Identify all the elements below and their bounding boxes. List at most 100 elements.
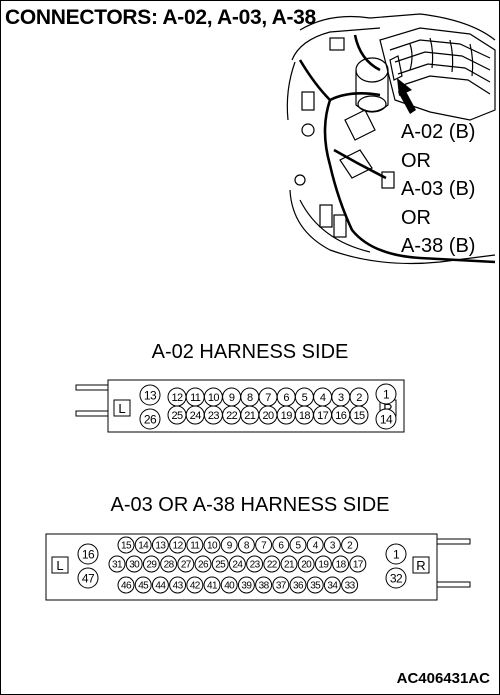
connector-pin: 8	[237, 536, 255, 554]
connector-pin: 12	[169, 536, 187, 554]
pin-number: 22	[267, 560, 278, 571]
pin-number: 28	[164, 560, 175, 571]
connector-pin: 11	[186, 536, 204, 554]
connector-pin: 21	[240, 405, 260, 425]
a03-harness-label: A-03 OR A-38 HARNESS SIDE	[110, 494, 390, 516]
connector-pin: 9	[220, 536, 238, 554]
pin-number: 15	[121, 541, 132, 552]
pin-number: 47	[82, 571, 95, 585]
callout-line: OR	[401, 149, 431, 172]
connector-pin: 23	[203, 405, 223, 425]
pin-number: 42	[190, 581, 201, 592]
pin-number: 19	[318, 560, 329, 571]
pin-number: 11	[190, 541, 200, 552]
pin-number: 8	[247, 392, 253, 404]
pin-number: 24	[190, 410, 202, 422]
connector-pin: 22	[263, 555, 281, 573]
connector-pin: 30	[125, 555, 143, 573]
connector-pin: 23	[246, 555, 264, 573]
pin-number: 36	[293, 581, 304, 592]
pin-number: 44	[155, 581, 166, 592]
connector-pin: 39	[237, 576, 255, 594]
pin-number: 29	[146, 560, 157, 571]
connector-pin: 46	[117, 576, 135, 594]
a02-left-marker: L	[118, 401, 125, 416]
figure-code: AC406431AC	[396, 670, 490, 687]
pin-number: 3	[330, 541, 336, 552]
pin-number: 1	[393, 547, 400, 561]
connector-pin: 14	[375, 408, 397, 430]
pin-number: 41	[207, 581, 218, 592]
engine-bay-illustration	[286, 13, 496, 265]
connector-pin: 2	[349, 387, 369, 407]
a03-right-marker: R	[416, 558, 425, 573]
connector-pin: 4	[306, 536, 324, 554]
connector-pin: 28	[160, 555, 178, 573]
pin-number: 40	[224, 581, 235, 592]
pin-number: 43	[173, 581, 184, 592]
connector-pin: 26	[139, 408, 161, 430]
pin-number: 18	[336, 560, 347, 571]
pin-number: 3	[338, 392, 344, 404]
callout-line: OR	[401, 206, 431, 229]
connector-pin: 31	[108, 555, 126, 573]
pin-number: 26	[198, 560, 209, 571]
connector-pin: 45	[134, 576, 152, 594]
callout-line: A-38 (B)	[401, 235, 476, 257]
pin-number: 25	[171, 410, 183, 422]
connector-pin: 22	[222, 405, 242, 425]
pin-number: 16	[82, 547, 95, 561]
connector-pin: 43	[169, 576, 187, 594]
pin-number: 5	[302, 392, 308, 404]
connector-pin: 11	[185, 387, 205, 407]
connector-pin: 17	[313, 405, 333, 425]
pin-number: 6	[283, 392, 289, 404]
pin-number: 9	[229, 392, 235, 404]
connector-pin: 29	[142, 555, 160, 573]
pin-number: 4	[320, 392, 326, 404]
pin-number: 7	[265, 392, 271, 404]
connector-pin: 5	[289, 536, 307, 554]
connector-pin: 19	[314, 555, 332, 573]
a02-right-marker: R	[383, 401, 392, 416]
pin-number: 4	[313, 541, 319, 552]
connector-pin: 8	[240, 387, 260, 407]
connector-pin: 7	[255, 536, 273, 554]
pin-number: 10	[207, 541, 218, 552]
connector-pin: 2	[341, 536, 359, 554]
pin-number: 37	[276, 581, 287, 592]
pin-number: 9	[227, 541, 233, 552]
pin-number: 20	[262, 410, 274, 422]
pin-number: 20	[301, 560, 312, 571]
pin-number: 12	[173, 541, 184, 552]
pin-number: 23	[208, 410, 220, 422]
callout-line: A-03 (B)	[401, 178, 476, 200]
pin-number: 6	[278, 541, 284, 552]
pin-number: 14	[138, 541, 149, 552]
pin-number: 21	[244, 410, 256, 422]
pin-number: 17	[317, 410, 329, 422]
pin-number: 15	[353, 410, 365, 422]
connector-pin: 1	[385, 543, 407, 565]
connector-pin: 18	[294, 405, 314, 425]
pin-number: 23	[250, 560, 261, 571]
pin-number: 33	[345, 581, 356, 592]
connector-pin: 1	[375, 383, 397, 405]
connector-pin: 9	[222, 387, 242, 407]
pin-number: 10	[208, 392, 220, 404]
connector-pin: 15	[349, 405, 369, 425]
connector-pin: 32	[385, 567, 407, 589]
connector-pin: 3	[323, 536, 341, 554]
pin-number: 13	[144, 388, 157, 402]
pin-number: 13	[155, 541, 166, 552]
connector-pin: 26	[194, 555, 212, 573]
connector-pin: 6	[272, 536, 290, 554]
connector-pin: 27	[177, 555, 195, 573]
connector-pin: 44	[151, 576, 169, 594]
connector-pin: 15	[117, 536, 135, 554]
pin-number: 21	[284, 560, 295, 571]
connector-pin: 3	[331, 387, 351, 407]
connector-pin: 17	[349, 555, 367, 573]
pin-number: 5	[296, 541, 302, 552]
